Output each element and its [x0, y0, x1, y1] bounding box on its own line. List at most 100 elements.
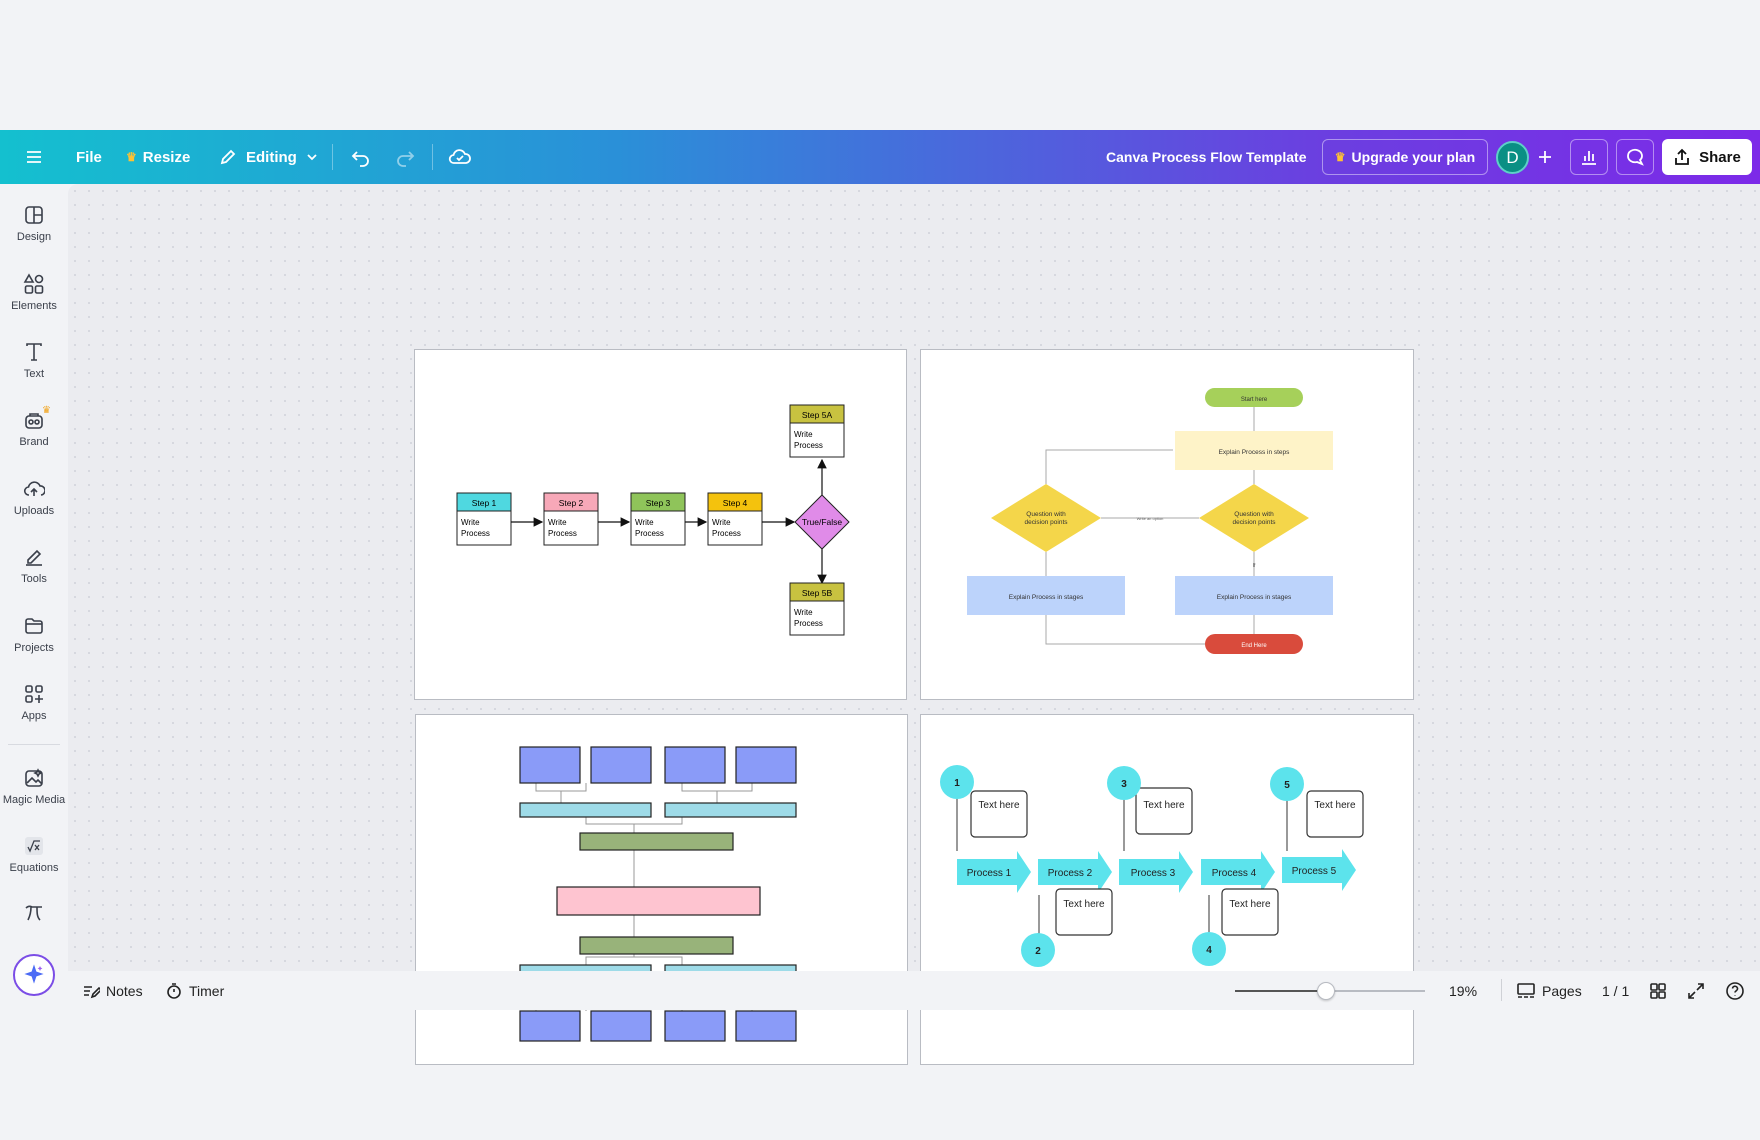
- stage-box[interactable]: Explain Process in stages: [1175, 576, 1333, 615]
- step-box[interactable]: Step 4 Write Process: [707, 492, 763, 546]
- number-badge[interactable]: 1: [940, 765, 974, 799]
- arrow-process-diagram: Process 1 Process 2 Process 3 Process 4 …: [940, 765, 1364, 967]
- decision-label: decision points: [1233, 519, 1277, 526]
- timer-icon: [167, 982, 181, 999]
- sidebar-item-magic-media[interactable]: Magic Media: [0, 767, 68, 827]
- number-badge[interactable]: 3: [1107, 766, 1141, 800]
- process-box[interactable]: Explain Process in steps: [1175, 431, 1333, 470]
- text-box-label: Text here: [1314, 800, 1356, 811]
- divider: [332, 144, 333, 170]
- step-title: Step 5A: [802, 410, 833, 420]
- fullscreen-icon[interactable]: [1687, 971, 1705, 1010]
- notes-button[interactable]: Notes: [82, 971, 143, 1010]
- decision-flow-diagram: Start here Explain Process in steps Ques…: [967, 388, 1333, 654]
- sidebar-item-brand[interactable]: Brand: [0, 409, 68, 469]
- page-step-flow[interactable]: Step 1 Write Process Step 2 Write Proces…: [414, 349, 907, 700]
- editing-dropdown[interactable]: Editing: [218, 130, 319, 184]
- decision-diamond[interactable]: True/False: [794, 494, 850, 550]
- insights-button[interactable]: [1570, 139, 1608, 175]
- step-box[interactable]: Step 2 Write Process: [543, 492, 599, 546]
- help-icon[interactable]: [1725, 971, 1745, 1010]
- pi-app-item[interactable]: [0, 902, 68, 962]
- top-toolbar: File ♛ Resize Editing Canva Process Flow…: [0, 130, 1760, 184]
- step-body: Process: [794, 441, 823, 450]
- sidebar-item-tools[interactable]: Tools: [0, 546, 68, 606]
- start-terminal[interactable]: Start here: [1205, 388, 1303, 407]
- decision-diamond[interactable]: Question with decision points: [1199, 484, 1309, 552]
- elements-icon: [23, 273, 44, 294]
- magic-assistant-button[interactable]: [13, 954, 55, 996]
- number-badge[interactable]: 2: [1021, 933, 1055, 967]
- step-box[interactable]: Step 5B Write Process: [789, 582, 845, 636]
- step-box[interactable]: Step 5A Write Process: [789, 404, 845, 458]
- sidebar-item-uploads[interactable]: Uploads: [0, 478, 68, 538]
- undo-icon[interactable]: [350, 130, 372, 184]
- zoom-level[interactable]: 19%: [1449, 982, 1478, 999]
- add-collaborator-icon[interactable]: [1536, 130, 1554, 184]
- hierarchy-boxes[interactable]: [519, 746, 797, 1042]
- brand-icon: [25, 413, 43, 429]
- step-box[interactable]: Step 3 Write Process: [630, 492, 686, 546]
- avatar[interactable]: D: [1496, 141, 1529, 174]
- grid-view-icon[interactable]: [1649, 971, 1667, 1010]
- process-arrow[interactable]: Process 4: [1201, 851, 1275, 893]
- process-arrow[interactable]: Process 3: [1119, 851, 1193, 893]
- decision-diamond[interactable]: Question with decision points: [991, 484, 1101, 552]
- equations-icon: [25, 837, 43, 855]
- process-label: Process 2: [1048, 868, 1093, 879]
- text-boxes[interactable]: [970, 787, 1364, 936]
- process-arrow[interactable]: Process 5: [1282, 849, 1356, 891]
- number-badge[interactable]: 4: [1192, 932, 1226, 966]
- stage-label: Explain Process in stages: [1009, 594, 1084, 601]
- bottom-toolbar: Notes Timer 19% Pages 1 / 1: [68, 971, 1760, 1010]
- share-button[interactable]: Share: [1662, 139, 1752, 175]
- resize-button[interactable]: ♛ Resize: [126, 130, 190, 184]
- pencil-icon: [220, 149, 236, 165]
- sidebar-item-text[interactable]: Text: [0, 341, 68, 401]
- sidebar-item-label: Brand: [19, 436, 49, 448]
- page-counter[interactable]: 1 / 1: [1602, 982, 1630, 999]
- cloud-saved-icon[interactable]: [448, 130, 472, 184]
- apps-icon: [25, 685, 43, 703]
- stage-box[interactable]: Explain Process in stages: [967, 576, 1125, 615]
- process-arrow[interactable]: Process 2: [1038, 851, 1112, 893]
- page-arrow-process[interactable]: Process 1 Process 2 Process 3 Process 4 …: [920, 714, 1414, 1065]
- sidebar-item-elements[interactable]: Elements: [0, 273, 68, 333]
- notes-icon: [84, 985, 100, 998]
- share-icon: [1675, 148, 1690, 165]
- comments-button[interactable]: [1616, 139, 1654, 175]
- menu-icon[interactable]: [24, 130, 44, 184]
- number-badge[interactable]: 5: [1270, 767, 1304, 801]
- canva-editor: File ♛ Resize Editing Canva Process Flow…: [0, 130, 1760, 1065]
- step-body: Write: [461, 518, 480, 527]
- projects-icon: [25, 618, 43, 634]
- sidebar-item-label: Uploads: [13, 505, 55, 517]
- pages-icon: [1517, 982, 1535, 998]
- page-decision-flow[interactable]: Start here Explain Process in steps Ques…: [920, 349, 1414, 700]
- sidebar-item-design[interactable]: Design: [0, 204, 68, 264]
- document-title[interactable]: Canva Process Flow Template: [1106, 149, 1307, 165]
- tools-icon: [26, 549, 42, 566]
- pages-button[interactable]: Pages: [1516, 971, 1582, 1010]
- flow-arrows: [511, 458, 827, 585]
- decision-label: Question with: [1026, 511, 1066, 518]
- text-box-label: Text here: [1063, 899, 1105, 910]
- timer-button[interactable]: Timer: [165, 971, 224, 1010]
- upgrade-plan-button[interactable]: ♛ Upgrade your plan: [1322, 139, 1488, 175]
- crown-icon: ♛: [42, 405, 51, 416]
- page-hierarchy[interactable]: [415, 714, 908, 1065]
- end-terminal[interactable]: End Here: [1205, 634, 1303, 654]
- zoom-slider-handle[interactable]: [1317, 982, 1336, 1000]
- process-arrow[interactable]: Process 1: [957, 851, 1031, 893]
- number-label: 3: [1121, 779, 1127, 790]
- text-box-label: Text here: [1143, 800, 1185, 811]
- sidebar-item-apps[interactable]: Apps: [0, 683, 68, 743]
- step-body: Process: [461, 529, 490, 538]
- step-box[interactable]: Step 1 Write Process: [456, 492, 512, 546]
- design-canvas[interactable]: Step 1 Write Process Step 2 Write Proces…: [68, 184, 1760, 1065]
- uploads-icon: [23, 481, 45, 496]
- redo-icon[interactable]: [394, 130, 416, 184]
- file-menu[interactable]: File: [76, 148, 102, 166]
- sidebar-item-equations[interactable]: Equations: [0, 835, 68, 895]
- sidebar-item-projects[interactable]: Projects: [0, 615, 68, 675]
